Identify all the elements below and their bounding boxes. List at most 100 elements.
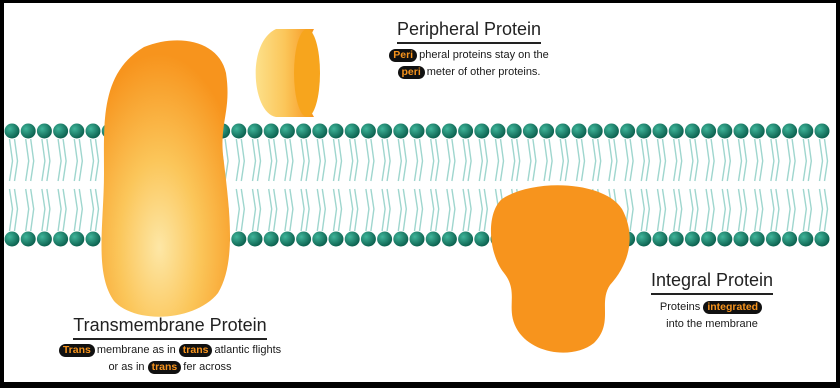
- phospholipid-head: [69, 232, 84, 247]
- lipid-tail-pair: [269, 189, 277, 231]
- lipid-tail-pair: [301, 189, 309, 231]
- phospholipid-head: [458, 232, 473, 247]
- phospholipid-head: [426, 124, 441, 139]
- phospholipid-head: [653, 232, 668, 247]
- lipid-tail-pair: [463, 139, 471, 181]
- lipid-tail-pair: [771, 189, 779, 231]
- phospholipid-head: [264, 124, 279, 139]
- lipid-tail-pair: [528, 139, 536, 181]
- lipid-tail-pair: [10, 189, 18, 231]
- lipid-tail-pair: [593, 139, 601, 181]
- phospholipid-head: [410, 124, 425, 139]
- phospholipid-head: [766, 232, 781, 247]
- lipid-tail-pair: [641, 139, 649, 181]
- phospholipid-head: [555, 124, 570, 139]
- phospholipid-head: [491, 124, 506, 139]
- lipid-tail-pair: [317, 189, 325, 231]
- phospholipid-head: [231, 232, 246, 247]
- integral-title: Integral Protein: [651, 270, 773, 295]
- lipid-tail-pair: [755, 139, 763, 181]
- phospholipid-head: [377, 232, 392, 247]
- lipid-tail-pair: [415, 139, 423, 181]
- lipid-tail-pair: [674, 189, 682, 231]
- phospholipid-head: [329, 124, 344, 139]
- integral-protein-shape: [491, 185, 630, 352]
- lipid-tail-pair: [58, 139, 66, 181]
- phospholipid-head: [782, 232, 797, 247]
- lipid-tail-pair: [512, 139, 520, 181]
- phospholipid-head: [21, 124, 36, 139]
- phospholipid-head: [296, 232, 311, 247]
- lipid-tail-pair: [771, 139, 779, 181]
- transmembrane-text-2: atlantic flights: [214, 344, 281, 356]
- lipid-tail-pair: [334, 189, 342, 231]
- phospholipid-head: [815, 124, 830, 139]
- lipid-tail-pair: [74, 189, 82, 231]
- phospholipid-head: [5, 124, 20, 139]
- transmembrane-text-3: or as in: [108, 361, 144, 373]
- lipid-tail-pair: [366, 139, 374, 181]
- phospholipid-head: [685, 232, 700, 247]
- lipid-tail-pair: [641, 189, 649, 231]
- lipid-tail-pair: [26, 189, 34, 231]
- lipid-tail-pair: [479, 189, 487, 231]
- lipid-tail-pair: [317, 139, 325, 181]
- lipid-tail-pair: [431, 189, 439, 231]
- phospholipid-head: [750, 124, 765, 139]
- phospholipid-head: [345, 232, 360, 247]
- lipid-tail-pair: [253, 189, 261, 231]
- integral-label: Integral Protein Proteins integrated int…: [632, 270, 792, 333]
- phospholipid-head: [53, 232, 68, 247]
- phospholipid-head: [312, 232, 327, 247]
- phospholipid-head: [86, 232, 101, 247]
- phospholipid-head: [37, 232, 52, 247]
- lipid-tail-pair: [42, 139, 50, 181]
- transmembrane-highlight-3: trans: [148, 361, 182, 374]
- lipid-tail-pair: [755, 189, 763, 231]
- phospholipid-head: [734, 124, 749, 139]
- phospholipid-head: [474, 124, 489, 139]
- phospholipid-head: [782, 124, 797, 139]
- phospholipid-head: [264, 232, 279, 247]
- lipid-tail-pair: [739, 189, 747, 231]
- phospholipid-head: [701, 232, 716, 247]
- lipid-tail-pair: [658, 139, 666, 181]
- phospholipid-head: [669, 124, 684, 139]
- lipid-tail-pair: [560, 139, 568, 181]
- phospholipid-head: [620, 124, 635, 139]
- transmembrane-title: Transmembrane Protein: [73, 315, 266, 340]
- peripheral-text-2: meter of other proteins.: [427, 66, 541, 78]
- lipid-tail-pair: [398, 139, 406, 181]
- lipid-tail-pair: [690, 189, 698, 231]
- lipid-tail-pair: [301, 139, 309, 181]
- phospholipid-head: [393, 124, 408, 139]
- phospholipid-head: [442, 124, 457, 139]
- lipid-tail-pair: [431, 139, 439, 181]
- lipid-tail-pair: [803, 139, 811, 181]
- lipid-tail-pair: [803, 189, 811, 231]
- integral-text-1: Proteins: [660, 301, 700, 313]
- phospholipid-head: [53, 124, 68, 139]
- phospholipid-head: [523, 124, 538, 139]
- phospholipid-head: [248, 232, 263, 247]
- phospholipid-head: [458, 124, 473, 139]
- lipid-tail-pair: [447, 139, 455, 181]
- phospholipid-head: [717, 232, 732, 247]
- phospholipid-head: [798, 124, 813, 139]
- lipid-tail-pair: [42, 189, 50, 231]
- lipid-tail-pair: [658, 189, 666, 231]
- phospholipid-head: [815, 232, 830, 247]
- phospholipid-head: [410, 232, 425, 247]
- lipid-tail-pair: [463, 189, 471, 231]
- peripheral-highlight-1: Peri: [389, 49, 417, 62]
- phospholipid-head: [69, 124, 84, 139]
- phospholipid-head: [474, 232, 489, 247]
- integral-highlight: integrated: [703, 301, 762, 314]
- phospholipid-head: [701, 124, 716, 139]
- peripheral-title: Peripheral Protein: [397, 19, 541, 44]
- phospholipid-head: [329, 232, 344, 247]
- phospholipid-head: [669, 232, 684, 247]
- phospholipid-head: [361, 124, 376, 139]
